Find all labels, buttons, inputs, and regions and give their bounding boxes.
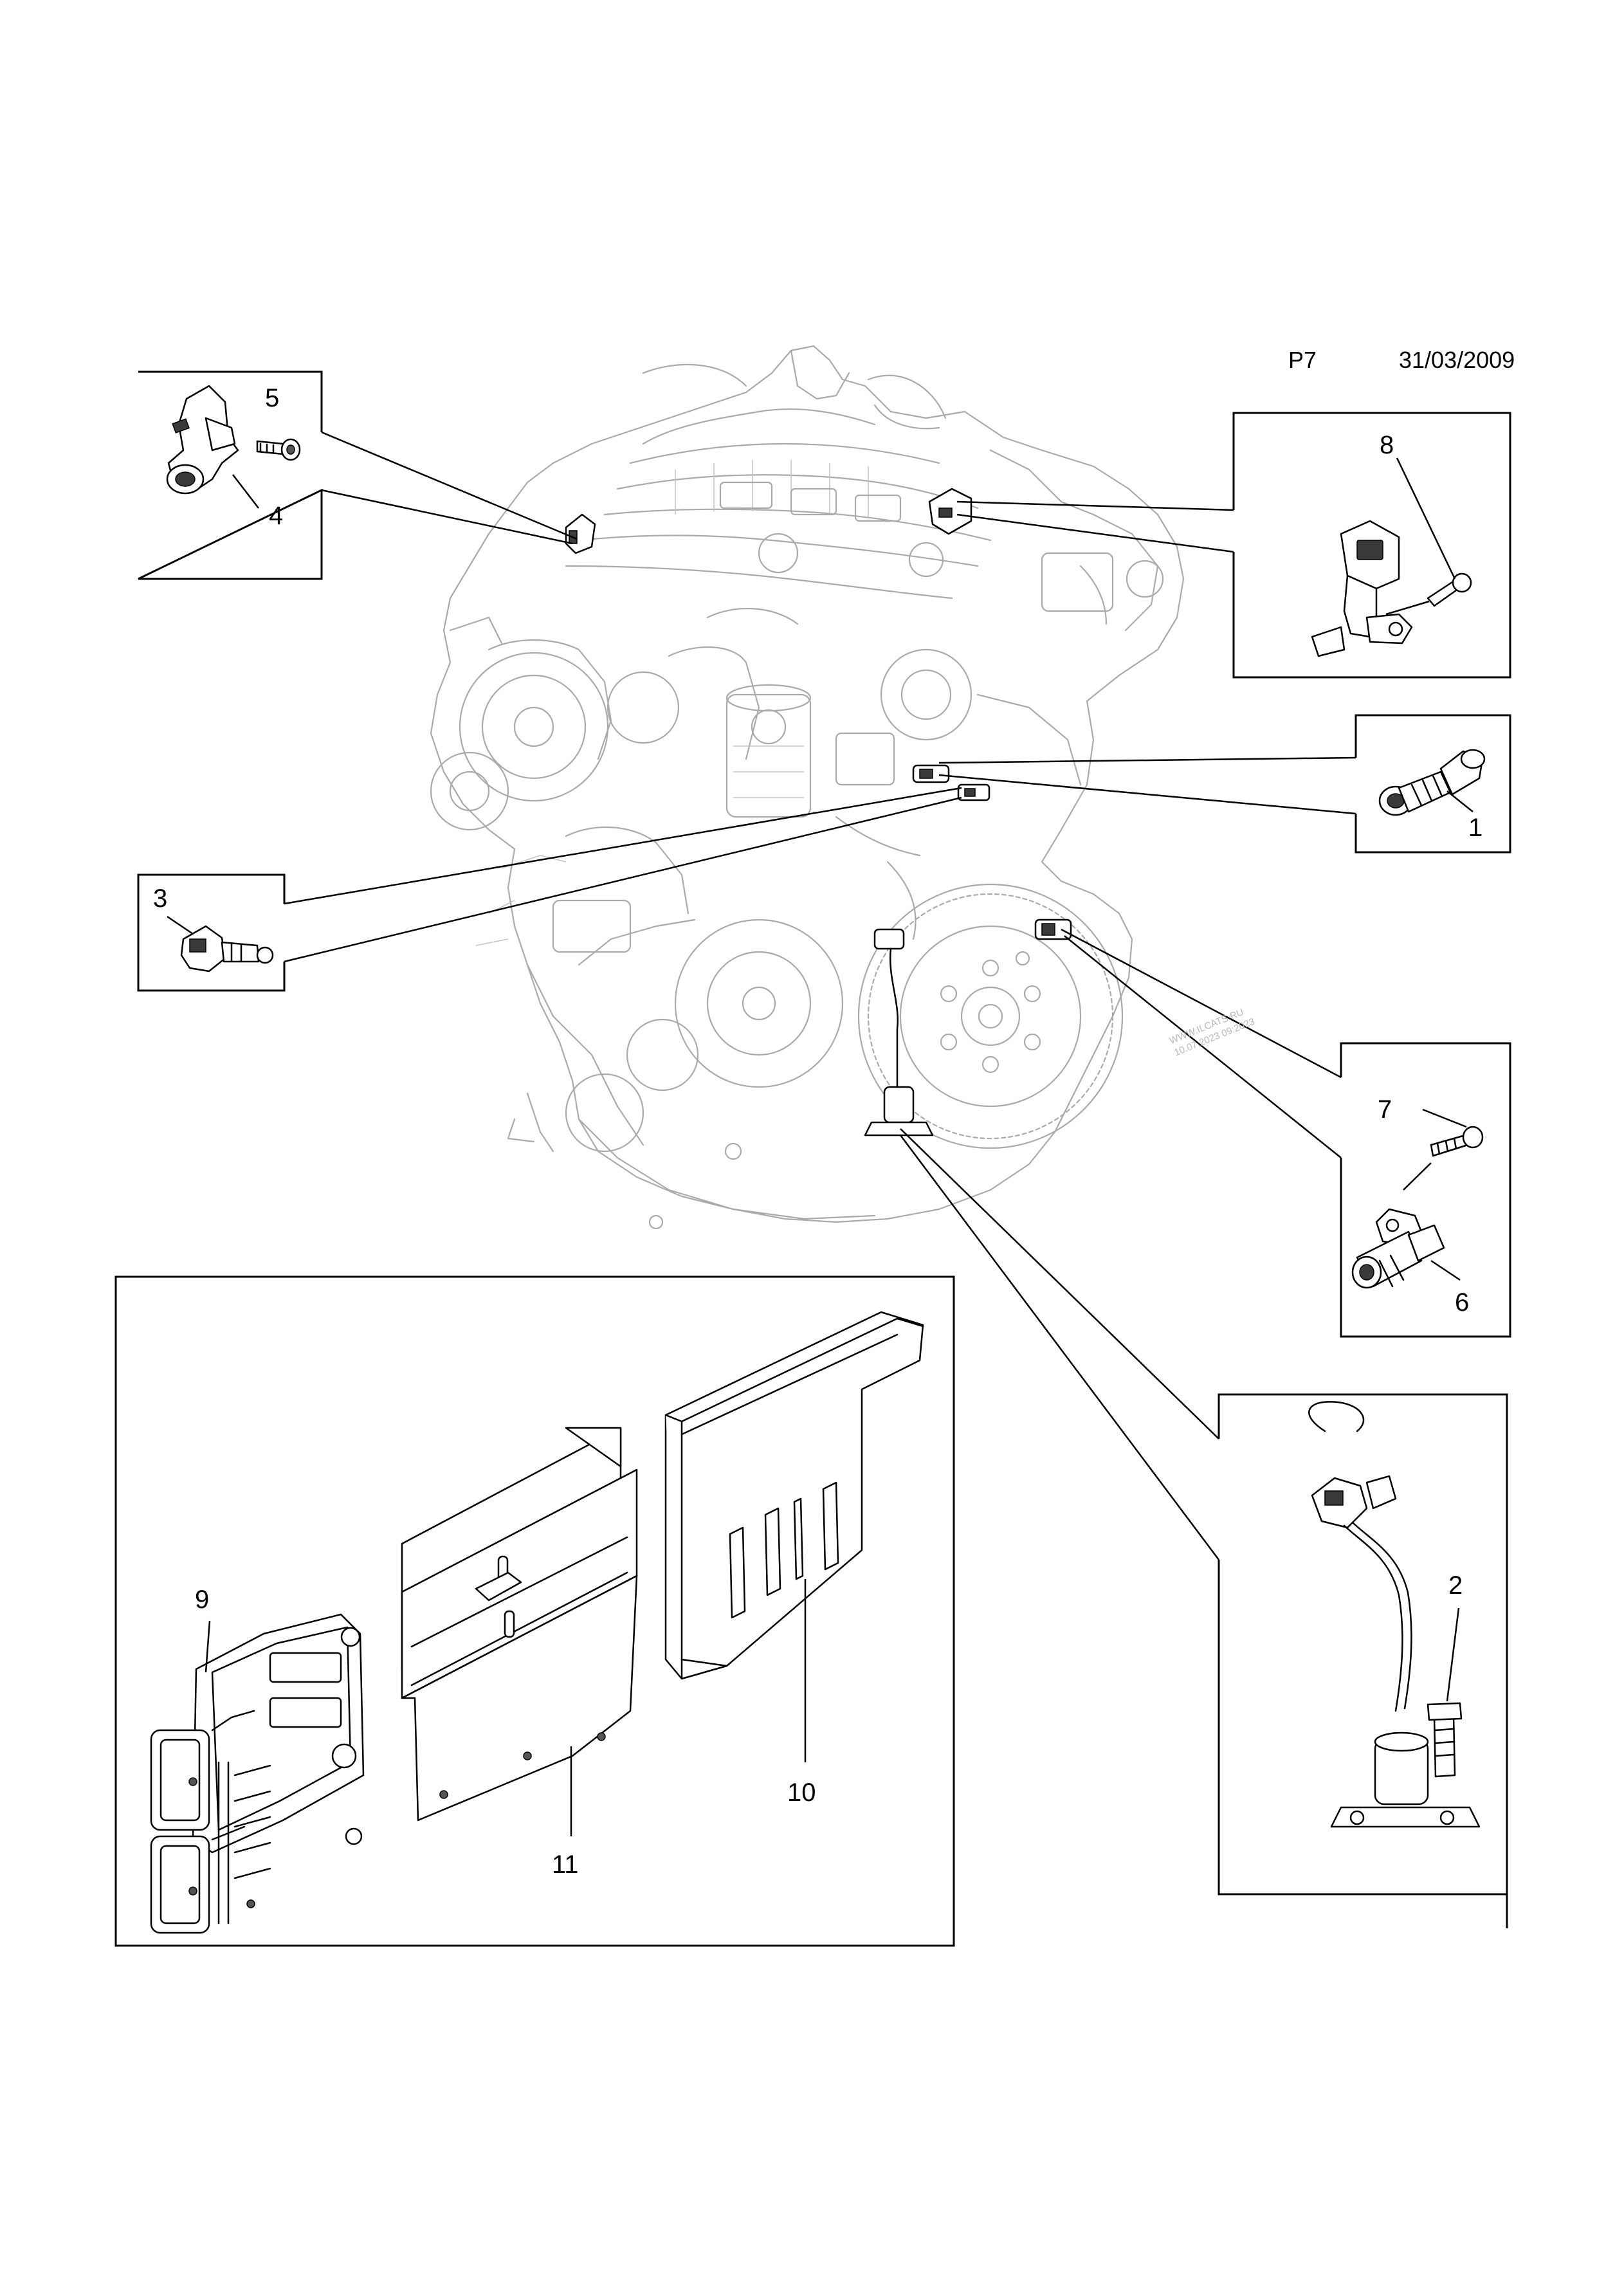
engine-sensor-rail: [928, 488, 972, 535]
engine-illustration: [430, 345, 1185, 1230]
engine-sensor-oil-level: [864, 928, 934, 1137]
callout-label-1: 1: [1468, 814, 1483, 842]
callout-box-1: 1: [1355, 714, 1511, 854]
callout-label-7: 7: [1378, 1095, 1392, 1124]
callout-label-8: 8: [1380, 431, 1394, 459]
callout-label-10: 10: [787, 1778, 816, 1807]
ecu-module: [150, 1613, 365, 1934]
callout-label-4: 4: [269, 502, 283, 530]
callout-label-6: 6: [1455, 1288, 1469, 1317]
callout-label-5: 5: [265, 384, 279, 412]
diagram-date: 31/03/2009: [1399, 347, 1515, 373]
callout-box-2: 2: [1218, 1393, 1508, 1928]
callout-box-6-7: 7 6: [1340, 1042, 1511, 1338]
leader-lines: [284, 431, 1356, 1560]
callout-box-3: 3: [137, 873, 286, 992]
page-code: P7: [1288, 347, 1317, 373]
callout-label-2: 2: [1448, 1571, 1463, 1600]
engine-sensor-crank: [1034, 918, 1072, 940]
callout-label-11: 11: [552, 1850, 579, 1879]
ecu-cover: [664, 1311, 924, 1680]
engine-sensor-cam: [565, 513, 596, 554]
callout-box-9-10-11: 9 11 10: [114, 1275, 955, 1947]
engine-sensor-oil: [912, 764, 950, 783]
callout-box-4-5: 5 4: [138, 370, 323, 580]
engine-sensor-temp: [957, 783, 990, 801]
ecu-bracket: [401, 1427, 638, 1822]
watermark: WWW.ILCATS.RU 10.07.2023 09:2023: [1168, 1007, 1257, 1058]
callout-box-8: 8: [1232, 412, 1511, 679]
callout-label-3: 3: [153, 884, 167, 913]
callout-label-9: 9: [195, 1585, 209, 1614]
